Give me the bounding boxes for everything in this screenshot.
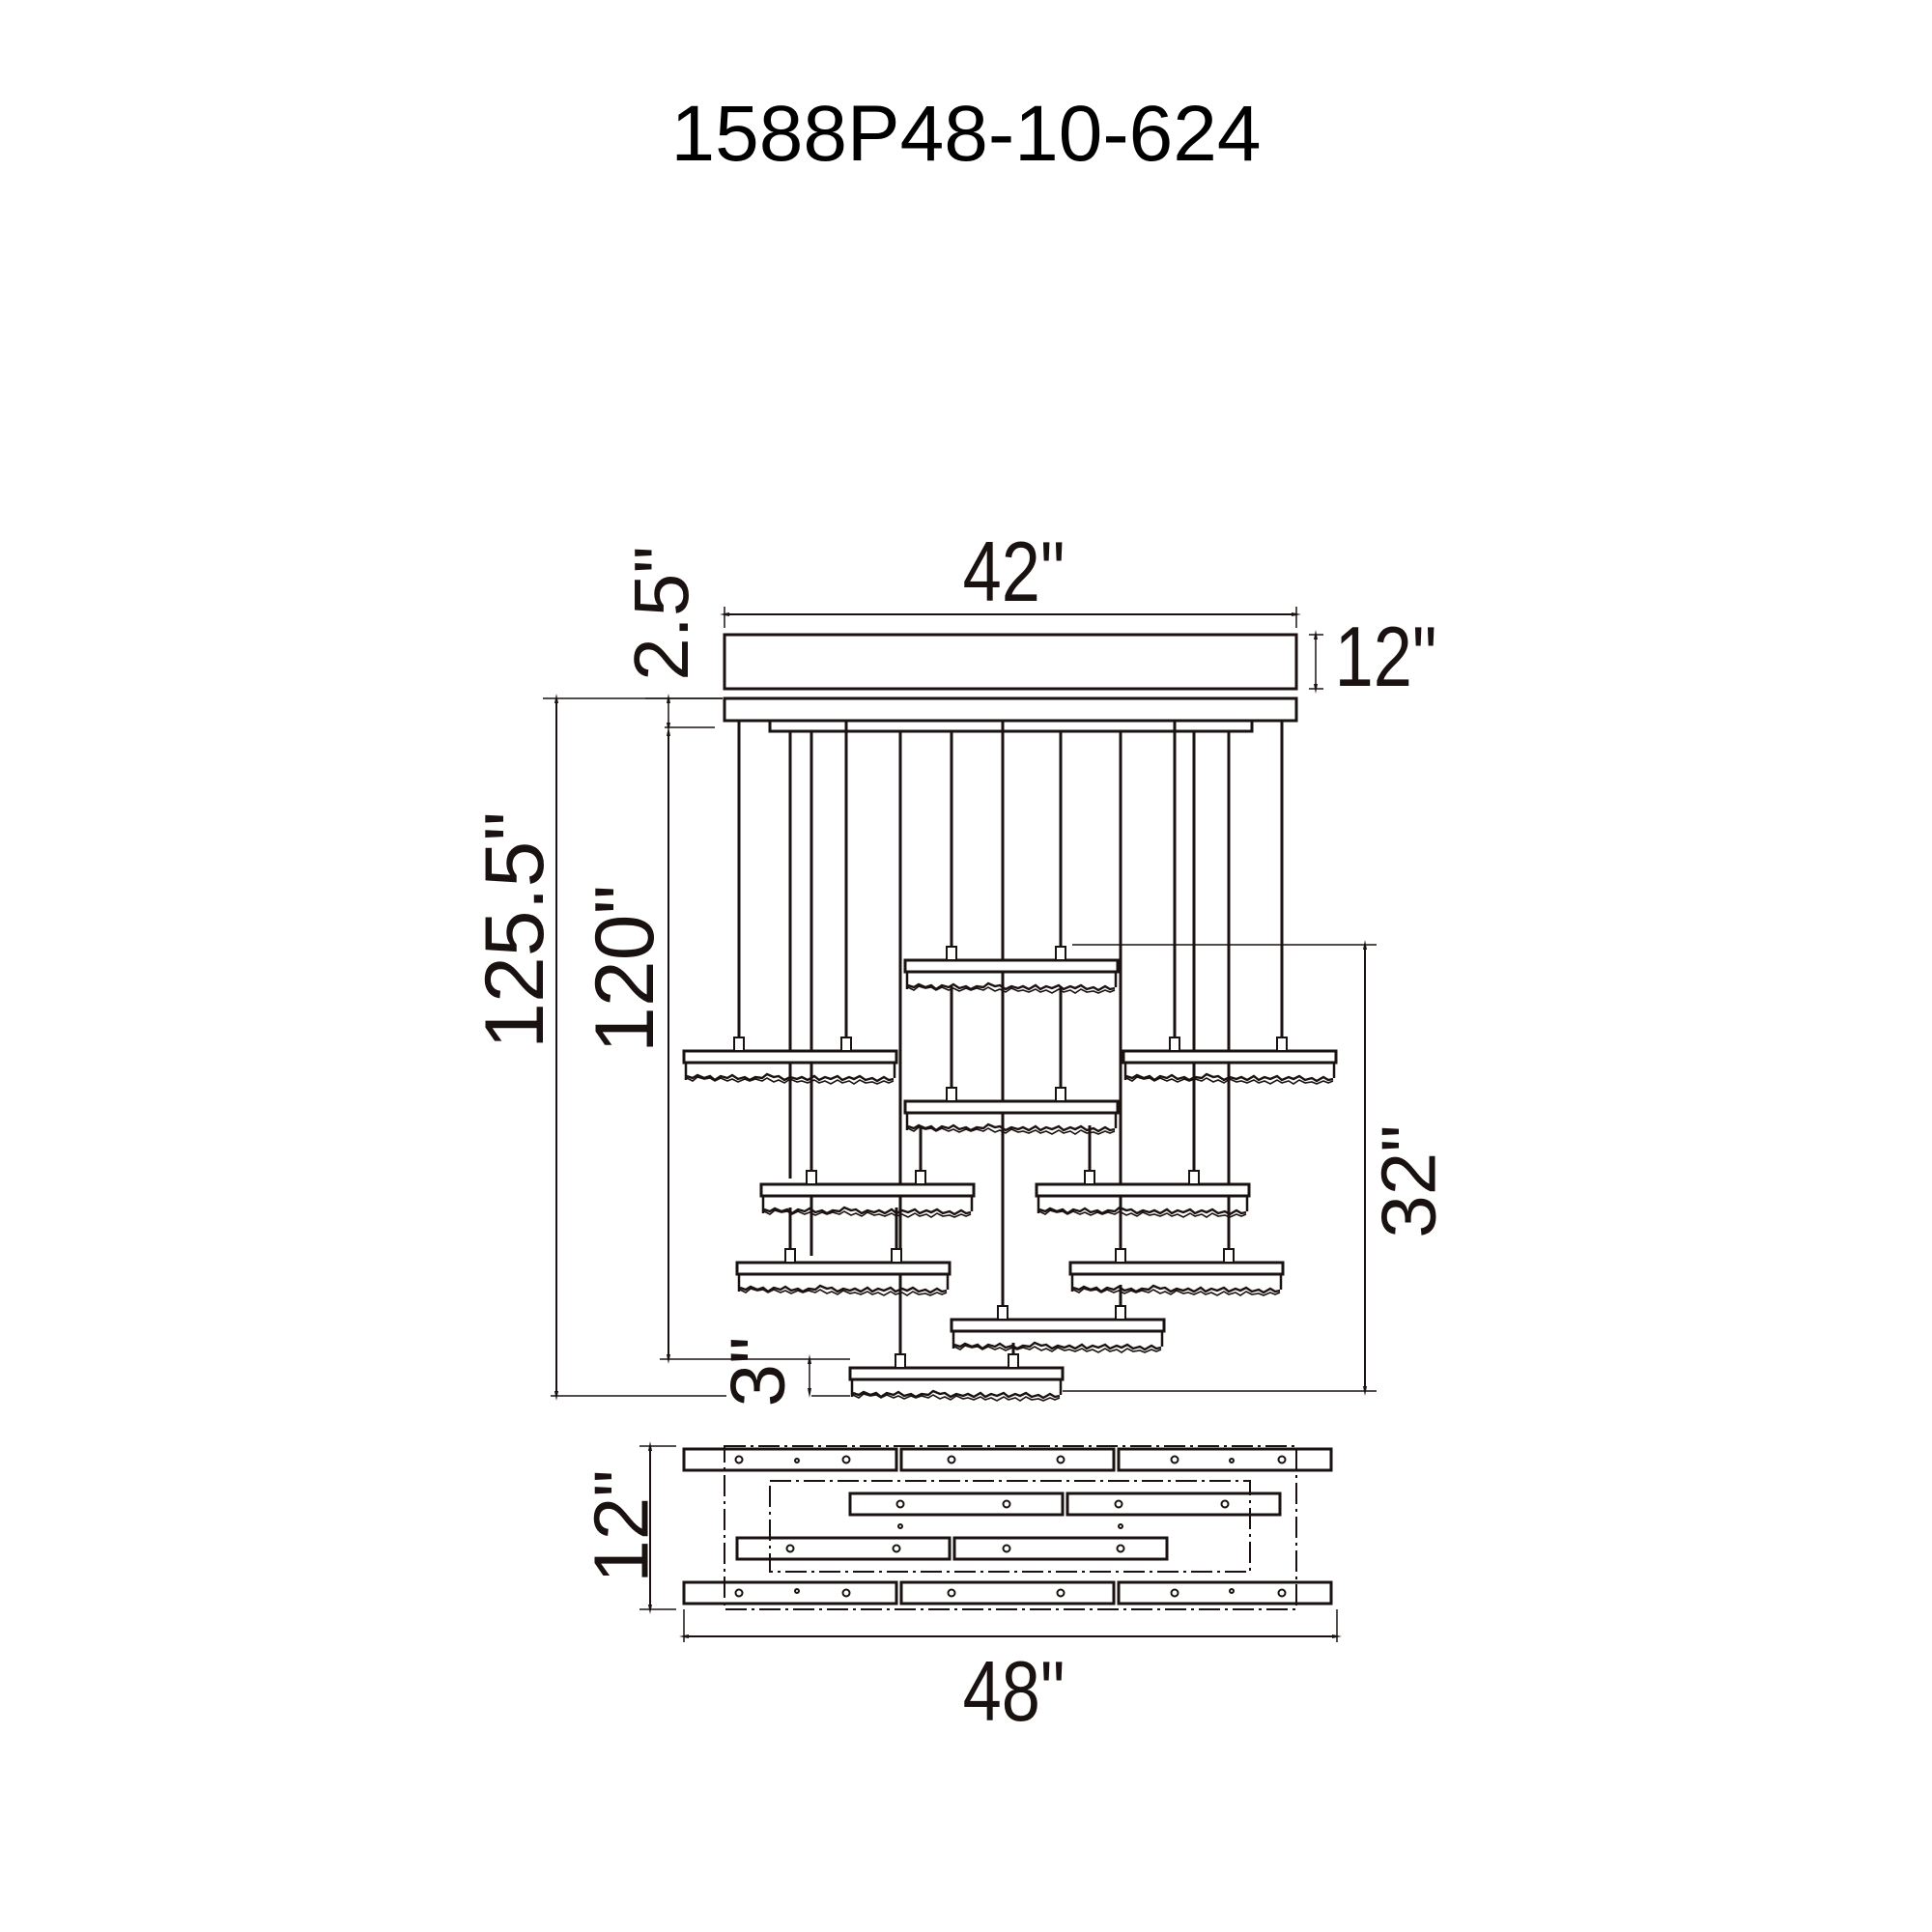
pendants xyxy=(682,946,1338,1403)
inner-rail xyxy=(768,721,1254,733)
plan-view xyxy=(639,1441,1342,1642)
canopy-box xyxy=(723,633,1298,691)
dim-pendant-height: 3" xyxy=(714,1336,801,1407)
mount-holes xyxy=(734,1455,1287,1598)
dim-overall-width: 48" xyxy=(962,1643,1065,1739)
dim-canopy-height: 2.5" xyxy=(617,546,704,681)
dim-canopy-depth: 12" xyxy=(1334,609,1437,704)
dim-pendant-drop: 32" xyxy=(1365,1124,1452,1238)
dim-overall-height: 125.5" xyxy=(468,811,561,1049)
model-number-title: 1588P48-10-624 xyxy=(670,90,1262,178)
connecting-rods xyxy=(788,986,1092,1360)
dim-plan-depth: 12" xyxy=(578,1469,665,1583)
dim-cable-length: 120" xyxy=(579,884,672,1054)
mount-plate xyxy=(723,696,1298,723)
dim-canopy-width: 42" xyxy=(962,524,1065,619)
